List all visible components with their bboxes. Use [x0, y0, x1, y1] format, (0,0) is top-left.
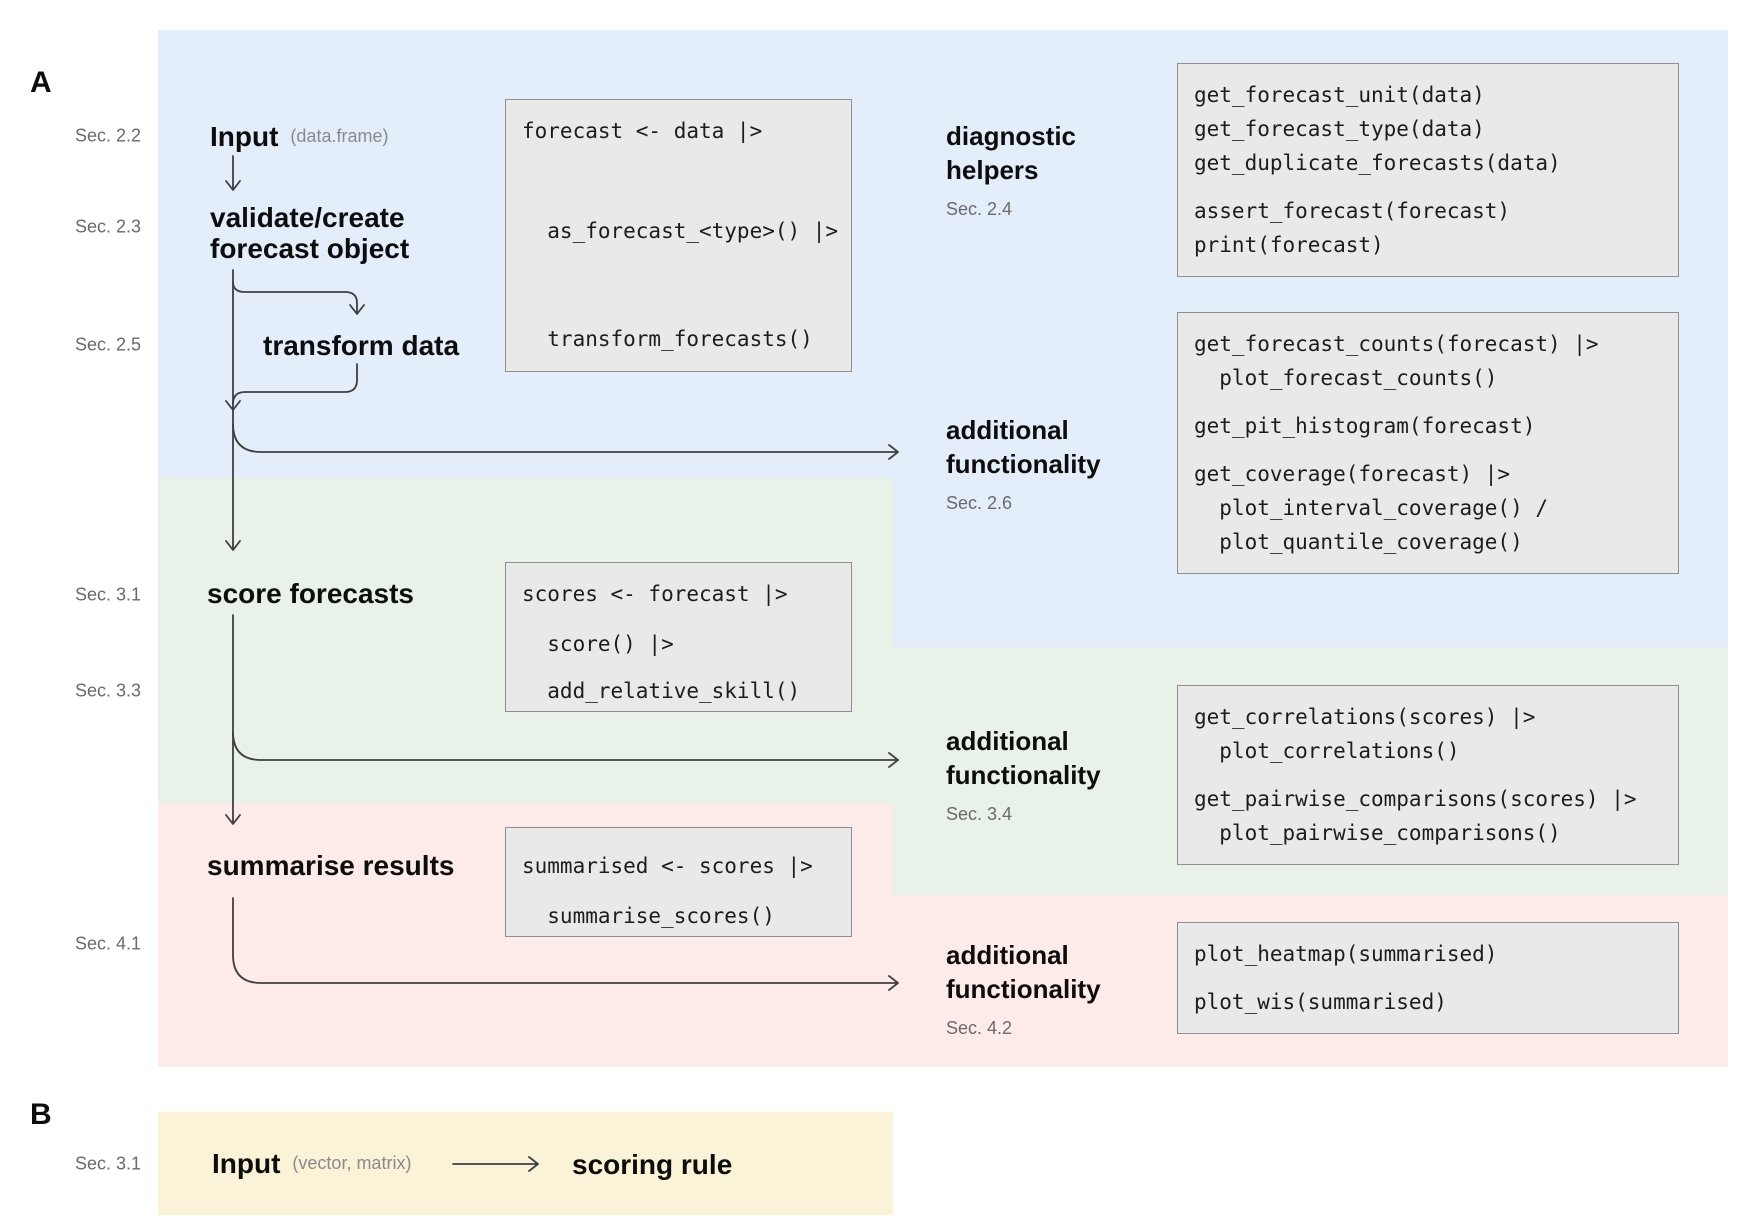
diagnostic-helpers-title: diagnostic helpers Sec. 2.4 [946, 119, 1076, 226]
input-label: Input [210, 121, 279, 152]
code-line: score() |> [522, 632, 674, 656]
code-line: plot_heatmap(summarised) [1194, 942, 1498, 966]
code-box-diagnostic-helpers: get_forecast_unit(data) get_forecast_typ… [1177, 63, 1679, 277]
flow-step-validate: validate/create forecast object [210, 202, 409, 264]
func34-section: Sec. 3.4 [946, 804, 1013, 824]
code-box-additional-functionality-42: plot_heatmap(summarised) plot_wis(summar… [1177, 922, 1679, 1034]
diagnostic-title-line1: diagnostic [946, 121, 1077, 151]
code-group: get_pairwise_comparisons(scores) |> plot… [1194, 782, 1668, 850]
func26-section: Sec. 2.6 [946, 493, 1013, 513]
validate-label-line1: validate/create [210, 202, 405, 233]
code-line: assert_forecast(forecast) [1194, 199, 1511, 223]
code-line: plot_forecast_counts() [1194, 366, 1498, 390]
code-line: scores <- forecast |> [522, 582, 788, 606]
code-line: get_duplicate_forecasts(data) [1194, 151, 1561, 175]
func42-title-line2: functionality [946, 974, 1101, 1004]
code-line: get_coverage(forecast) |> [1194, 462, 1511, 486]
code-box-summarised-pipeline: summarised <- scores |> summarise_scores… [505, 827, 852, 937]
code-box-additional-functionality-34: get_correlations(scores) |> plot_correla… [1177, 685, 1679, 865]
func34-title-line2: functionality [946, 760, 1101, 790]
flow-step-transform: transform data [263, 330, 460, 361]
func34-title-line1: additional [946, 726, 1069, 756]
code-group: plot_wis(summarised) [1194, 985, 1668, 1019]
code-line: print(forecast) [1194, 233, 1384, 257]
code-line: plot_quantile_coverage() [1194, 530, 1523, 554]
code-line: get_correlations(scores) |> [1194, 705, 1536, 729]
input-type-note: (data.frame) [290, 126, 389, 146]
code-group: get_forecast_unit(data) get_forecast_typ… [1194, 78, 1668, 180]
flow-step-summarise: summarise results [207, 850, 455, 881]
section-label-2-3: Sec. 2.3 [75, 216, 142, 237]
section-label-2-5: Sec. 2.5 [75, 334, 142, 355]
panel-b-input-label: Input [212, 1148, 281, 1179]
diagnostic-section: Sec. 2.4 [946, 199, 1013, 219]
section-label-3-1: Sec. 3.1 [75, 584, 142, 605]
code-line: as_forecast_<type>() |> [522, 219, 839, 243]
section-label-2-2: Sec. 2.2 [75, 125, 142, 146]
code-group: plot_heatmap(summarised) [1194, 937, 1668, 971]
code-line: plot_interval_coverage() / [1194, 496, 1549, 520]
code-line: transform_forecasts() [522, 327, 813, 351]
code-line: get_pit_histogram(forecast) [1194, 414, 1536, 438]
additional-functionality-34-title: additional functionality Sec. 3.4 [946, 724, 1101, 831]
code-line: get_forecast_type(data) [1194, 117, 1485, 141]
code-group: get_pit_histogram(forecast) [1194, 409, 1668, 443]
panel-b-input-type-note: (vector, matrix) [292, 1153, 412, 1173]
code-box-scores-pipeline: scores <- forecast |> score() |> add_rel… [505, 562, 852, 712]
code-group: get_coverage(forecast) |> plot_interval_… [1194, 457, 1668, 559]
section-label-3-3: Sec. 3.3 [75, 680, 142, 701]
code-line: add_relative_skill() [522, 679, 801, 703]
func42-section: Sec. 4.2 [946, 1018, 1013, 1038]
flow-step-input: Input (data.frame) [210, 121, 388, 152]
code-line: get_pairwise_comparisons(scores) |> [1194, 787, 1637, 811]
panel-b-label: B [30, 1098, 52, 1131]
code-group: assert_forecast(forecast) print(forecast… [1194, 194, 1668, 262]
code-box-additional-functionality-26: get_forecast_counts(forecast) |> plot_fo… [1177, 312, 1679, 574]
section-label-b-3-1: Sec. 3.1 [75, 1153, 142, 1174]
code-line: plot_wis(summarised) [1194, 990, 1447, 1014]
additional-functionality-26-title: additional functionality Sec. 2.6 [946, 413, 1101, 520]
flow-step-score: score forecasts [207, 578, 415, 609]
code-line: plot_pairwise_comparisons() [1194, 821, 1561, 845]
code-line: get_forecast_counts(forecast) |> [1194, 332, 1599, 356]
section-label-4-1: Sec. 4.1 [75, 933, 142, 954]
code-group: get_correlations(scores) |> plot_correla… [1194, 700, 1668, 768]
panel-b-input: Input (vector, matrix) [212, 1148, 411, 1179]
diagnostic-title-line2: helpers [946, 155, 1039, 185]
code-line: plot_correlations() [1194, 739, 1460, 763]
code-group: get_forecast_counts(forecast) |> plot_fo… [1194, 327, 1668, 395]
code-line: summarised <- scores |> [522, 854, 813, 878]
func26-title-line2: functionality [946, 449, 1101, 479]
code-box-forecast-pipeline: forecast <- data |> as_forecast_<type>()… [505, 99, 852, 372]
func42-title-line1: additional [946, 940, 1069, 970]
validate-label-line2: forecast object [210, 233, 410, 264]
func26-title-line1: additional [946, 415, 1069, 445]
additional-functionality-42-title: additional functionality Sec. 4.2 [946, 938, 1101, 1045]
code-line: forecast <- data |> [522, 119, 763, 143]
panel-b-scoring-rule: scoring rule [572, 1149, 733, 1180]
code-line: get_forecast_unit(data) [1194, 83, 1485, 107]
panel-a-label: A [30, 66, 52, 99]
code-line: summarise_scores() [522, 904, 775, 928]
